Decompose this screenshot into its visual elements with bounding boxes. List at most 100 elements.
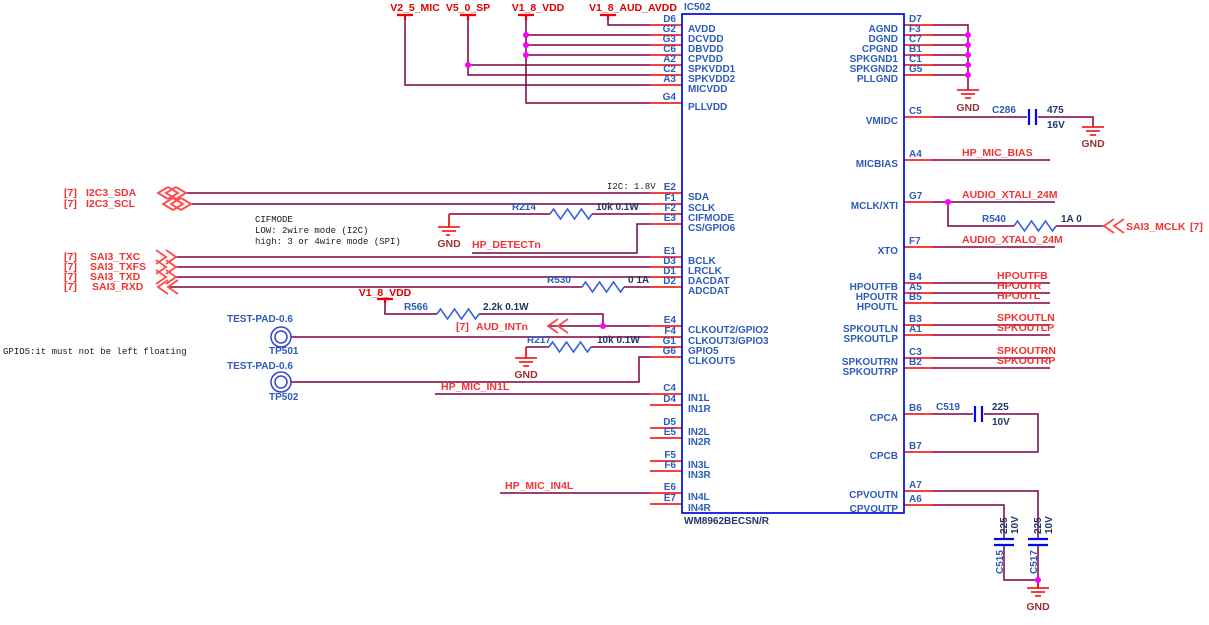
pin-number: G3 — [663, 34, 677, 45]
annotation-cifmode-2: LOW: 2wire mode (I2C) — [255, 226, 368, 236]
port-arrow-sai3-txd-out[interactable] — [155, 269, 178, 285]
port-label-i2c3-sda: I2C3_SDA — [86, 187, 137, 199]
port-arrow-sai3-mclk[interactable] — [1102, 218, 1125, 234]
capacitor-c286[interactable] — [1027, 109, 1038, 125]
power-symbol-v1-8-aud-avdd[interactable] — [600, 13, 616, 20]
pin-name: IN4R — [688, 503, 712, 514]
pin-number: C1 — [909, 54, 922, 65]
power-symbol-v5-0-sp[interactable] — [460, 13, 476, 20]
pin-number: D4 — [663, 394, 676, 405]
net-label-spkoutrn: SPKOUTRN — [997, 345, 1056, 357]
testpoint-tp502[interactable] — [270, 371, 292, 393]
pin-number: D6 — [663, 14, 676, 25]
net-label-spkoutlp: SPKOUTLP — [997, 322, 1054, 334]
pin-number: D1 — [663, 266, 676, 277]
pin-number: G4 — [663, 92, 677, 103]
gnd-symbol-column[interactable] — [957, 89, 979, 99]
power-symbol-v1-8-vdd-pullup[interactable] — [377, 297, 393, 303]
capacitor-c515[interactable] — [994, 537, 1014, 547]
capacitor-c517[interactable] — [1028, 537, 1048, 547]
pin-number: E1 — [664, 246, 677, 257]
pin-name: IN2L — [688, 427, 710, 438]
pin-number: F6 — [664, 460, 676, 471]
pin-name: CPCA — [870, 413, 898, 424]
pin-name: PLLVDD — [688, 102, 727, 113]
resistor-r217[interactable] — [548, 340, 592, 354]
power-label-v1-8-vdd-pullup: V1_8_VDD — [359, 287, 412, 299]
refdes-c517: C517 — [1029, 550, 1040, 574]
port-arrow-aud-intn-in[interactable] — [546, 318, 569, 334]
pin-number: F3 — [909, 24, 921, 35]
pin-number: E4 — [664, 315, 677, 326]
pin-name: PLLGND — [857, 74, 898, 85]
ic-left-pin-names: AVDD DCVDD DBVDD CPVDD SPKVDD1 SPKVDD2 M… — [688, 24, 769, 514]
pin-name: DGND — [869, 34, 898, 45]
pin-number: A4 — [909, 149, 922, 160]
gnd-label-c286: GND — [1081, 138, 1105, 150]
pin-name: CLKOUT3/GPIO3 — [688, 336, 769, 347]
wires — [170, 18, 1104, 588]
net-label-hp-mic-bias: HP_MIC_BIAS — [962, 147, 1033, 159]
pin-number: C7 — [909, 34, 922, 45]
port-label-aud-intn: AUD_INTn — [476, 321, 528, 333]
gnd-label-r214: GND — [437, 238, 461, 250]
value-c515: 225 — [999, 517, 1010, 534]
pin-number: F5 — [664, 450, 676, 461]
power-label-v1-8-vdd: V1_8_VDD — [512, 2, 565, 14]
pin-name: CIFMODE — [688, 213, 734, 224]
port-tag-i2c3-sda: [7] — [64, 187, 77, 199]
pin-number: B6 — [909, 403, 922, 414]
net-label-hpoutr: HPOUTR — [997, 280, 1042, 292]
pin-name: CPGND — [862, 44, 898, 55]
resistor-r214[interactable] — [549, 207, 593, 221]
pin-number: C4 — [663, 383, 676, 394]
pin-name: SPKGND2 — [850, 64, 899, 75]
port-arrow-i2c3-sda-bidir[interactable] — [156, 186, 188, 200]
gnd-symbol-r214[interactable] — [438, 214, 460, 236]
pin-name: SPKVDD2 — [688, 74, 736, 85]
pin-name: AGND — [869, 24, 898, 35]
pin-number: B3 — [909, 314, 922, 325]
pin-number: E6 — [664, 482, 677, 493]
value-r540: 1A 0 — [1061, 214, 1082, 225]
ic-right-pin-numbers: D7 F3 C7 B1 C1 G5 C5 A4 G7 F7 B4 A5 B5 B… — [909, 14, 923, 505]
pin-name: CLKOUT5 — [688, 356, 736, 367]
capacitor-c519[interactable] — [973, 406, 984, 422]
port-tag-sai3-rxd: [7] — [64, 281, 77, 293]
pin-number: F7 — [909, 236, 921, 247]
annotation-gpio5-note: GPIO5:it must not be left floating — [3, 347, 187, 357]
port-arrow-i2c3-scl-bidir[interactable] — [161, 197, 193, 211]
resistor-r540[interactable] — [1013, 219, 1057, 233]
type-tp501: TEST-PAD-0.6 — [227, 314, 293, 325]
resistor-r530[interactable] — [581, 280, 625, 294]
port-arrow-sai3-rxd-in[interactable] — [156, 279, 179, 295]
pin-number: B2 — [909, 357, 922, 368]
port-label-sai3-rxd: SAI3_RXD — [92, 281, 144, 293]
power-label-v5-0-sp: V5_0_SP — [446, 2, 490, 14]
power-label-v1-8-aud-avdd: V1_8_AUD_AVDD — [589, 2, 677, 14]
pin-number: D2 — [663, 276, 676, 287]
resistor-r566[interactable] — [436, 307, 480, 321]
pin-name: IN1L — [688, 393, 710, 404]
pin-name: BCLK — [688, 256, 717, 267]
voltage-c286: 16V — [1047, 120, 1065, 131]
pin-name: XTO — [878, 246, 899, 257]
ic-wm8962-body[interactable] — [681, 13, 905, 514]
testpoint-tp501[interactable] — [270, 326, 292, 348]
power-symbol-v1-8-vdd[interactable] — [518, 13, 534, 20]
pin-number: C6 — [663, 44, 676, 55]
pin-number: D7 — [909, 14, 922, 25]
gnd-label-r217: GND — [514, 369, 538, 381]
pin-number: B4 — [909, 272, 922, 283]
gnd-symbol-r217[interactable] — [515, 347, 537, 367]
net-label-spkoutrp: SPKOUTRP — [997, 355, 1055, 367]
gnd-symbol-c286[interactable] — [1082, 126, 1104, 136]
value-r217: 10k 0.1W — [597, 335, 640, 346]
gnd-symbol-bottom[interactable] — [1027, 580, 1049, 597]
pin-number: D5 — [663, 417, 676, 428]
voltage-c515: 10V — [1010, 516, 1021, 534]
pin-name: IN4L — [688, 492, 710, 503]
pin-number: A5 — [909, 282, 922, 293]
power-symbol-v2-5-mic[interactable] — [397, 13, 413, 20]
pin-number: G5 — [909, 64, 923, 75]
